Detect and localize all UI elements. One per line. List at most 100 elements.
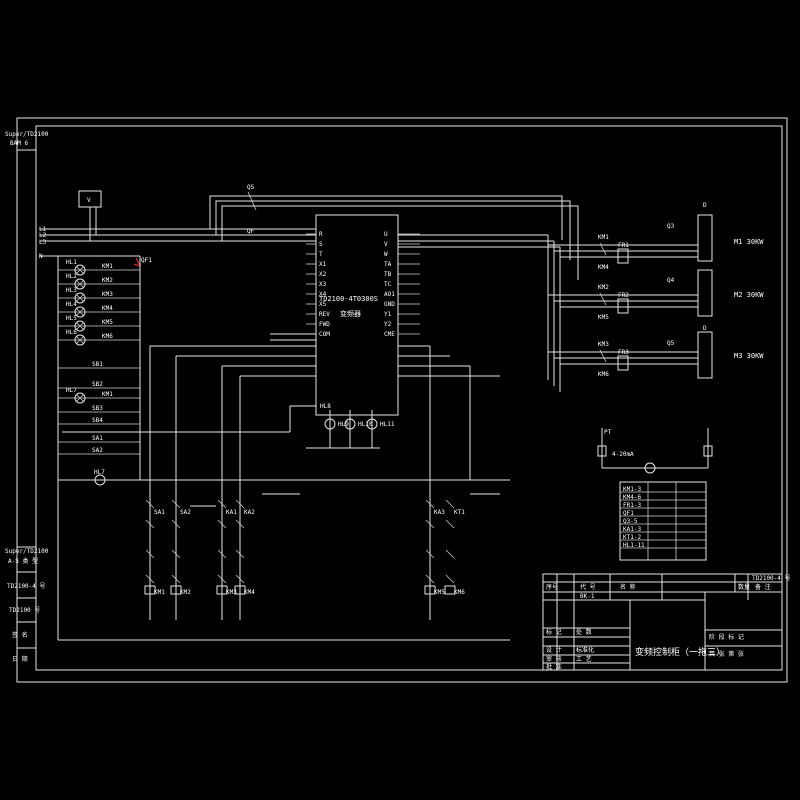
contact	[145, 499, 155, 509]
vfd-left-terminal: S	[319, 241, 323, 248]
contact	[235, 519, 245, 529]
contact	[445, 549, 455, 559]
lamp-contact-label: KM1	[102, 263, 113, 270]
vfd-left-terminal: X3	[319, 281, 327, 288]
coil	[444, 585, 456, 595]
contactor-label: KM3	[598, 341, 609, 348]
lamp-label: HL4	[66, 301, 77, 308]
vfd-left-terminal: X5	[319, 301, 327, 308]
contact-blade	[599, 242, 607, 256]
contact	[425, 549, 435, 559]
vfd-left-terminal: COM	[319, 331, 330, 338]
contact	[217, 519, 227, 529]
svg-text:QS: QS	[247, 184, 255, 191]
contact	[445, 499, 455, 509]
motor-3-label: M3 30KW	[734, 352, 764, 360]
lamp-cross	[75, 307, 85, 317]
lamp-contact-label: KM5	[102, 319, 113, 326]
breaker-q5: Q5	[667, 340, 675, 347]
coil-label: KM1	[154, 589, 165, 596]
sensor-circuit: PT 4-20mA	[597, 428, 713, 474]
lamp-cross	[75, 265, 85, 275]
sensor-range: 4-20mA	[612, 451, 634, 458]
tb-cell-note: 备 注	[755, 583, 771, 591]
tb-cell-qty: 数量	[738, 583, 750, 591]
drawing-inner-border	[35, 125, 783, 671]
tb-row2-0: 设 计	[546, 646, 562, 654]
lamp-symbol	[74, 320, 86, 332]
vfd-lamp-row: HL8 HL9 HL10 HL11	[306, 403, 395, 449]
contactor-label: KM2	[598, 284, 609, 291]
contact	[171, 549, 181, 559]
contactor-label: KM5	[598, 314, 609, 321]
lamp-label: HL7	[66, 387, 77, 394]
lamp-cross	[75, 293, 85, 303]
svg-text:QF: QF	[247, 228, 255, 235]
parts-row-label: FR1-3	[623, 502, 641, 509]
contact	[217, 574, 227, 584]
coil-label: KM3	[226, 589, 237, 596]
contact	[171, 574, 181, 584]
coil	[144, 585, 156, 595]
coil	[234, 585, 246, 595]
lamp-contact-label: KM2	[102, 277, 113, 284]
ladder-contact-label: KA3	[434, 509, 445, 516]
contact	[235, 499, 245, 509]
lamp-hl11: HL11	[380, 421, 395, 428]
left-strip-3: TD2100-4 号	[7, 583, 46, 590]
motor-terminals: D D M1 30KW M2 30KW M3 30KW Q3 Q4 Q5	[667, 202, 764, 379]
bus-n: N	[39, 253, 43, 260]
vfd-right-terminal: AO1	[384, 291, 395, 298]
tb-drawing-no: BK-1	[580, 593, 595, 600]
lamp-cross	[75, 321, 85, 331]
tb-row1-0: 标 记	[546, 628, 562, 636]
vfd-left-terminal: T	[319, 251, 323, 258]
lamp-symbol	[74, 264, 86, 276]
contact	[145, 574, 155, 584]
tb-ref: TD2100-4 号	[752, 575, 791, 582]
indicator-lamps: HL1KM1HL2KM2HL3KM3HL4KM4HL5KM5HL6KM6HL7K…	[58, 259, 140, 486]
vfd-right-terminal: TC	[384, 281, 392, 288]
parts-row-label: KT1-2	[623, 534, 641, 541]
thermal-relay-label: FR2	[618, 292, 629, 299]
contact	[445, 574, 455, 584]
vfd-left-terminal: X4	[319, 291, 327, 298]
vfd-model: TD2100-4T0300S	[319, 295, 378, 303]
contact	[171, 499, 181, 509]
control-label: SB3	[92, 405, 103, 412]
coil-label: KM5	[434, 589, 445, 596]
lamp-cross	[75, 393, 85, 403]
sensor-label: PT	[604, 429, 612, 436]
left-strip-6: 日 期	[12, 655, 28, 663]
tb-row1-1: 处 数	[576, 628, 592, 636]
vfd-right-terminal: GND	[384, 301, 395, 308]
left-strip-1: Super/TD2100	[5, 548, 49, 555]
parts-row-label: QF1	[623, 510, 634, 517]
svg-text:D: D	[703, 202, 707, 209]
ladder-contact-label: SA1	[154, 509, 165, 516]
drawing-outer-border	[16, 117, 788, 683]
svg-text:D: D	[703, 325, 707, 332]
lamp-hl9: HL9	[338, 421, 349, 428]
control-label: SB2	[92, 381, 103, 388]
motor-1-label: M1 30KW	[734, 238, 764, 246]
ladder-contact-label: SA2	[180, 509, 191, 516]
tb-cell-code: 代 号	[580, 583, 596, 591]
lamp-label: HL6	[66, 329, 77, 336]
contact	[235, 549, 245, 559]
bus-l3: L3	[39, 239, 47, 246]
vfd-left-terminal: REV	[319, 311, 330, 318]
vfd-right-terminal: TA	[384, 261, 392, 268]
parts-row-label: HL1-11	[623, 542, 645, 549]
contact	[217, 549, 227, 559]
thermal-relay	[617, 355, 629, 371]
tb-sheet: 共 张 第 张	[709, 650, 744, 658]
vfd-output-lines	[398, 234, 561, 392]
